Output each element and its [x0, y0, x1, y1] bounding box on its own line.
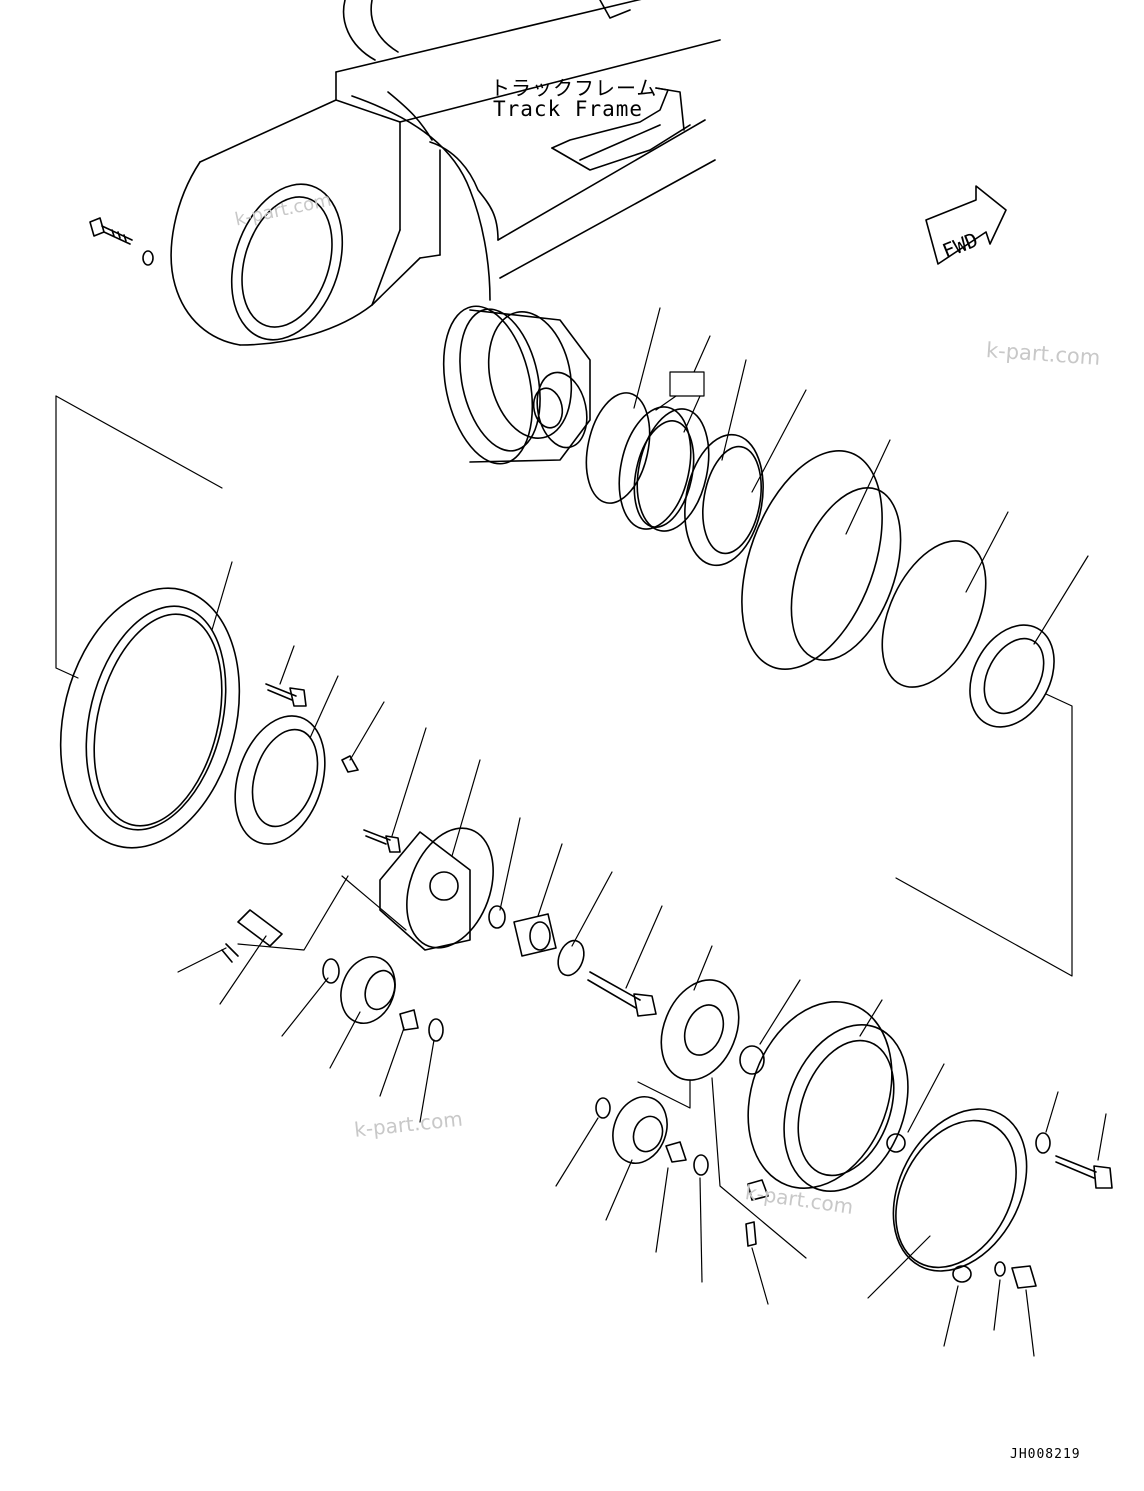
track-frame [171, 0, 720, 354]
drawing-code: JH008219 [1010, 1447, 1081, 1462]
frame-label-en: Track Frame [493, 97, 644, 121]
carrier-1 [380, 816, 509, 960]
thrust-washer-1 [323, 959, 339, 983]
thrust-washer-3 [596, 1098, 610, 1118]
hub [715, 432, 922, 689]
cover [867, 1086, 1054, 1294]
drain-plug [1012, 1266, 1036, 1288]
sun-gear-shaft [588, 972, 656, 1016]
snap-ring [554, 937, 589, 979]
leader-lines [56, 308, 1106, 1356]
planet-gear-1 [332, 949, 404, 1031]
lock-plate [342, 756, 358, 772]
o-ring-small [995, 1262, 1005, 1276]
nut [489, 906, 505, 928]
dowel-pin-1 [748, 1180, 768, 1200]
pin [222, 910, 282, 962]
sprocket-bolt [266, 684, 306, 706]
cover-bolt [1056, 1156, 1112, 1188]
hub-bolt [364, 830, 400, 852]
planet-gear-2 [604, 1089, 676, 1171]
dowel-pin-2 [746, 1222, 756, 1246]
needle-bearing-3 [666, 1142, 686, 1162]
nut-2 [740, 1046, 764, 1074]
steel-ball [887, 1134, 905, 1152]
ring-gear [723, 982, 930, 1209]
floating-seal [953, 610, 1071, 741]
carrier-2 [647, 968, 753, 1091]
sprocket [35, 569, 266, 867]
seal-rings [577, 387, 719, 538]
travel-motor [430, 298, 593, 472]
o-ring [861, 525, 1007, 704]
frame-bolt [90, 218, 153, 265]
fwd-label: FWD [939, 227, 981, 263]
fwd-arrow: FWD [926, 186, 1006, 264]
cover-washer [1036, 1133, 1050, 1153]
plug [953, 1266, 971, 1282]
needle-bearing-2 [514, 914, 556, 956]
needle-bearing-1 [400, 1010, 418, 1030]
main-bearing [675, 428, 773, 571]
thrust-washer-2 [429, 1019, 443, 1041]
spacer-ring [220, 704, 341, 855]
frame-label-jp: トラックフレーム [490, 76, 658, 100]
thrust-washer-4 [694, 1155, 708, 1175]
